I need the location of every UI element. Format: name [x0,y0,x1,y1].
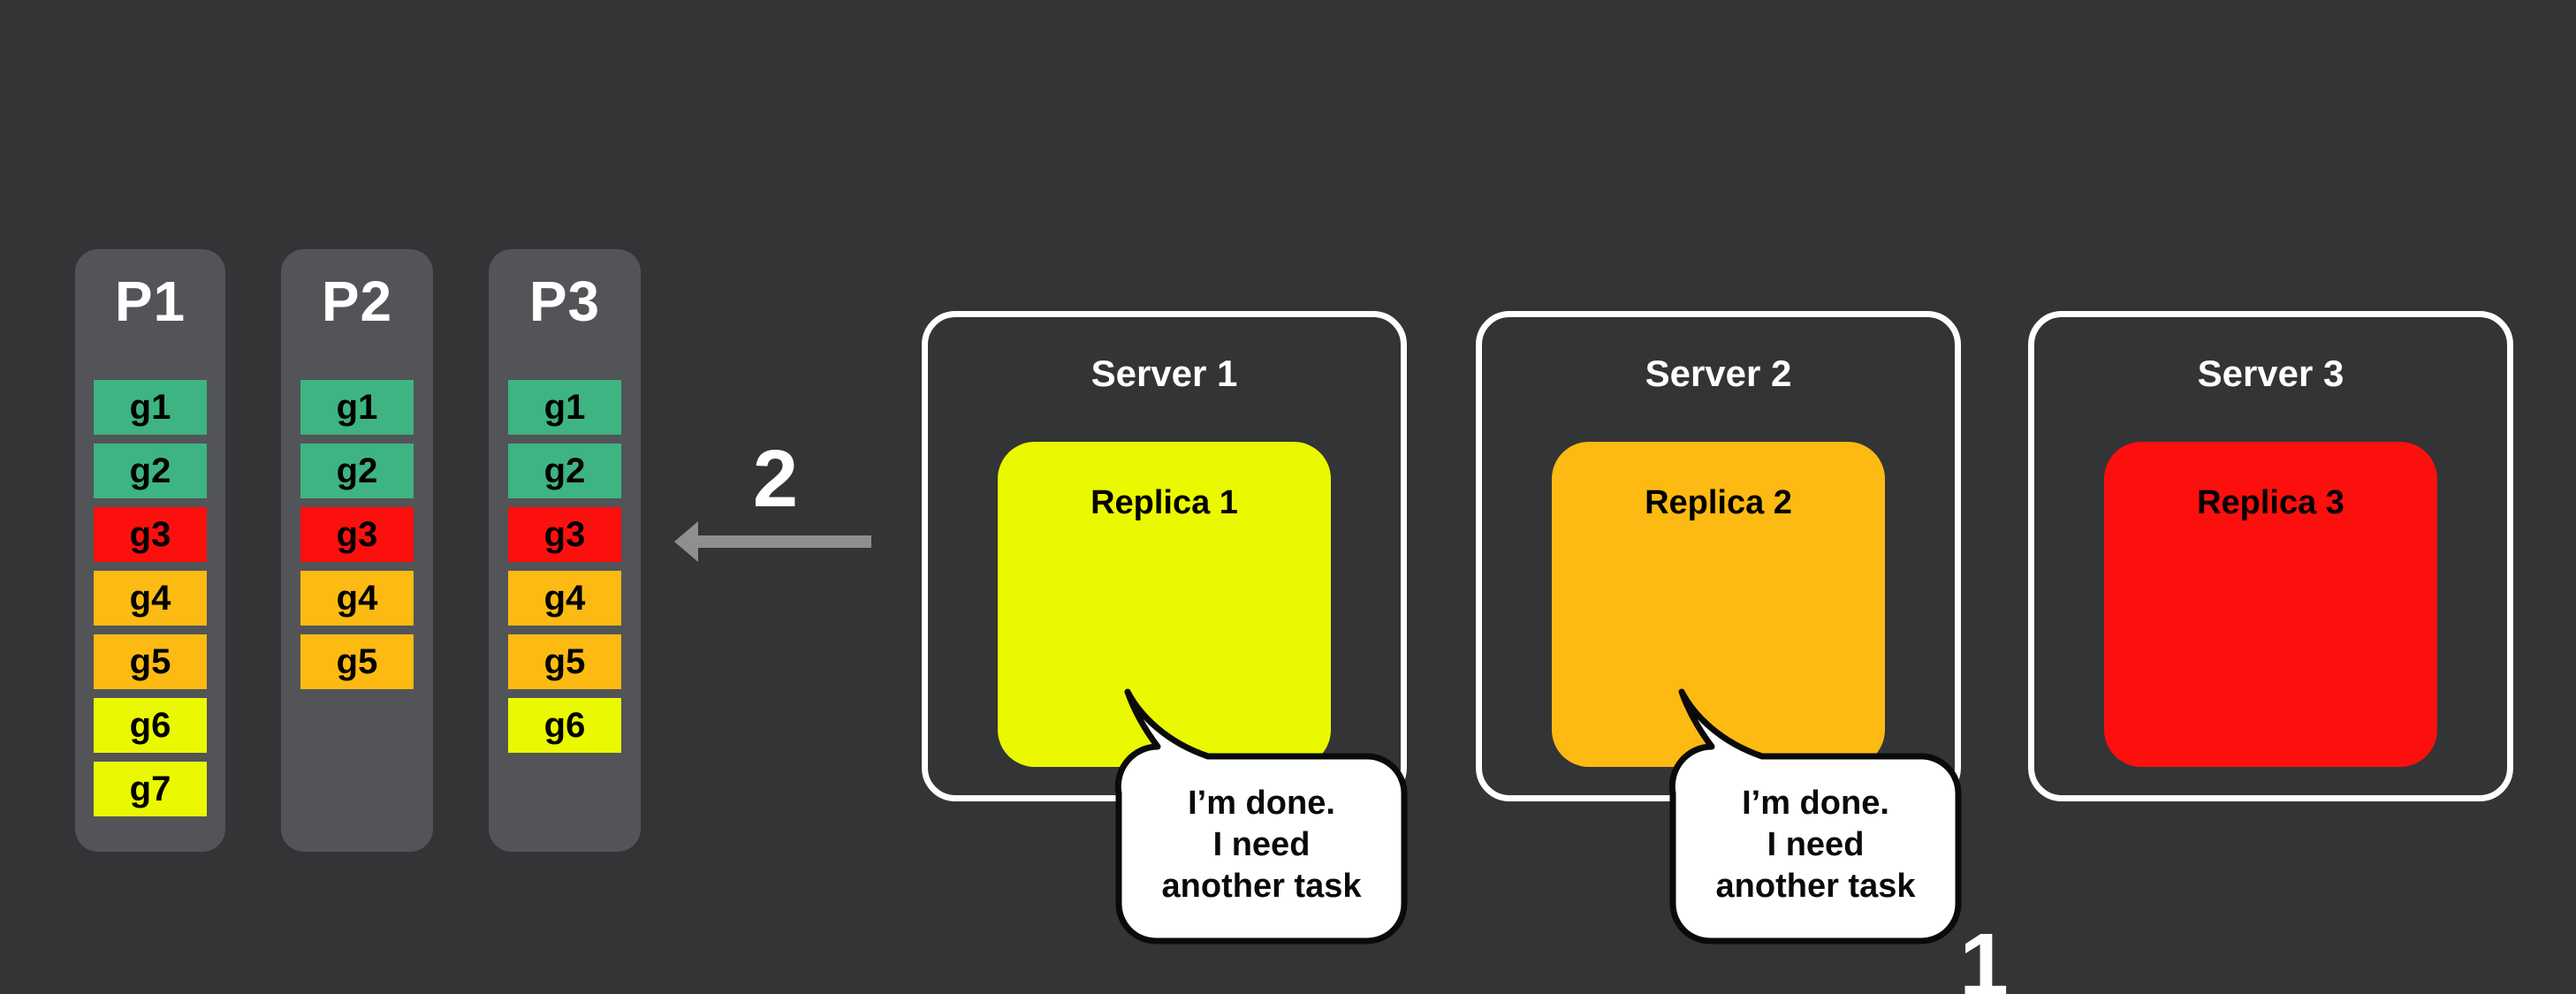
bubble-line: I’m done. [1188,785,1335,822]
task-p1-g2: g2 [94,444,207,498]
task-p3-g3: g3 [508,507,621,562]
speech-bubble-2 [1668,688,1962,945]
bubble-line: another task [1715,868,1916,905]
task-p1-g7: g7 [94,762,207,816]
speech-bubble-1-text: I’m done. I need another task [1119,783,1404,907]
server-3-title: Server 3 [2197,353,2344,394]
partition-p3: P3 g1 g2 g3 g4 g5 g6 [489,249,641,852]
task-p1-g1: g1 [94,380,207,435]
partition-p2-task-list: g1 g2 g3 g4 g5 [281,380,433,698]
partition-title: P2 [321,269,393,333]
replica-3-label: Replica 3 [2197,484,2344,521]
bubble-line: I need [1767,826,1865,863]
speech-bubble-1 [1114,688,1408,945]
task-p1-g3: g3 [94,507,207,562]
task-p2-g5: g5 [300,634,414,689]
task-p1-g5: g5 [94,634,207,689]
step-1-label: 1 [1959,915,2009,994]
task-p3-g4: g4 [508,571,621,626]
replica-1-box: Replica 1 [998,442,1331,767]
bubble-line: I’m done. [1742,785,1889,822]
speech-bubble-1-outline [1114,688,1408,945]
task-p1-g6: g6 [94,698,207,753]
task-p2-g4: g4 [300,571,414,626]
partition-title: P3 [528,269,601,333]
task-p2-g3: g3 [300,507,414,562]
bubble-line: I need [1212,826,1311,863]
step-2-label: 2 [752,434,799,524]
replica-2-label: Replica 2 [1645,484,1792,521]
task-p3-g6: g6 [508,698,621,753]
task-p1-g4: g4 [94,571,207,626]
partition-p3-task-list: g1 g2 g3 g4 g5 g6 [489,380,641,762]
task-p2-g2: g2 [300,444,414,498]
replica-1-label: Replica 1 [1090,484,1238,521]
partition-p1-task-list: g1 g2 g3 g4 g5 g6 g7 [75,380,225,825]
partition-title: P1 [114,269,186,333]
task-p2-g1: g1 [300,380,414,435]
task-p3-g2: g2 [508,444,621,498]
speech-bubble-2-text: I’m done. I need another task [1673,783,1958,907]
speech-bubble-2-outline [1668,688,1962,945]
partition-p2: P2 g1 g2 g3 g4 g5 [281,249,433,852]
server-2-title: Server 2 [1645,353,1792,394]
server-3-box: Server 3 [2028,311,2513,801]
bubble-line: another task [1161,868,1362,905]
left-arrow-shape [674,521,871,562]
replica-2-box: Replica 2 [1552,442,1885,767]
task-p3-g1: g1 [508,380,621,435]
server-1-title: Server 1 [1090,353,1238,394]
left-arrow-icon [674,521,871,562]
replica-3-box: Replica 3 [2104,442,2437,767]
partition-p1: P1 g1 g2 g3 g4 g5 g6 g7 [75,249,225,852]
task-p3-g5: g5 [508,634,621,689]
